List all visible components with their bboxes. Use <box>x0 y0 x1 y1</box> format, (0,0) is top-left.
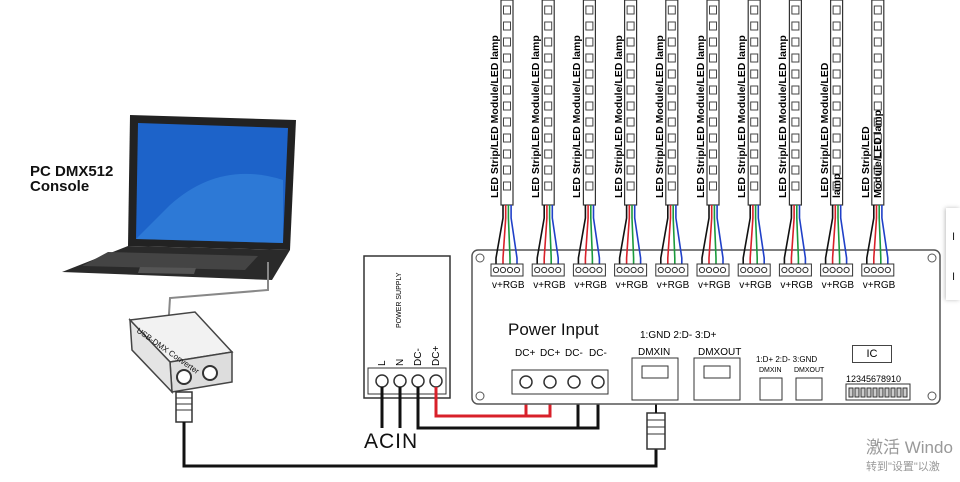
dmx-small-in-label: DMXIN <box>759 367 782 374</box>
strip-pin-label: v+RGB <box>533 280 566 291</box>
watermark-line2: 转到"设置"以激 <box>866 461 940 473</box>
strip-label: LED Strip/LED Module/LED lamp <box>859 109 884 198</box>
strip-pin-label: v+RGB <box>574 280 607 291</box>
strip-label: LED Strip/LED Module/LED lamp <box>777 35 790 198</box>
dmx-small-pins-label: 1:D+ 2:D- 3:GND <box>756 355 818 364</box>
led-strip <box>778 0 812 277</box>
dc-terminal-1: DC+ <box>515 348 536 359</box>
led-strip <box>737 0 771 277</box>
strip-pin-label: v+RGB <box>656 280 690 291</box>
strip-label: LED Strip/LED Module/LED lamp <box>736 35 749 198</box>
led-strip <box>572 0 606 277</box>
psu-terminal-l: L <box>377 360 388 366</box>
power-supply <box>363 255 451 399</box>
dc-terminal-2: DC+ <box>540 348 561 359</box>
dc-terminal-4: DC- <box>589 348 607 359</box>
dmx-small-out-label: DMXOUT <box>794 367 825 374</box>
acin-label: ACIN <box>364 430 419 453</box>
dmx-in-label: DMXIN <box>638 347 671 358</box>
watermark-line1: 激活 Windo <box>866 438 953 457</box>
power-supply-label: POWER SUPPLY <box>396 272 403 329</box>
strip-pin-label: v+RGB <box>780 280 813 291</box>
strip-pin-label: v+RGB <box>739 280 772 291</box>
psu-terminal-dc-minus: DC- <box>413 348 424 366</box>
dc-terminal-3: DC- <box>565 348 583 359</box>
led-strip <box>655 0 689 277</box>
led-strip <box>531 0 565 277</box>
laptop <box>62 115 296 280</box>
dmx-out-label: DMXOUT <box>698 347 742 358</box>
power-input-label: Power Input <box>508 320 599 339</box>
strip-label: LED Strip/LED Module/LED lamp <box>571 35 584 198</box>
strip-pin-label: v+RGB <box>698 280 731 291</box>
pc-console-label: PC DMX512 Console <box>30 163 114 195</box>
strip-label: LED Strip/LED Module/LED lamp <box>653 35 666 198</box>
led-strip <box>820 0 854 277</box>
dmx-controller <box>471 249 941 405</box>
strip-pin-label: v+RGB <box>615 280 649 291</box>
psu-terminal-dc-plus: DC+ <box>431 345 442 366</box>
psu-terminal-n: N <box>395 358 406 366</box>
led-strip <box>490 0 524 277</box>
dmx-in-pins-label: 1:GND 2:D- 3:D+ <box>640 330 717 341</box>
strip-label: LED Strip/LED Module/LED lamp <box>489 35 501 198</box>
strip-pin-label: v+RGB <box>821 280 855 291</box>
strip-label: LED Strip/LED Module/LED lamp <box>612 35 625 198</box>
strip-label: LED Strip/LED Module/LED lamp <box>695 35 707 198</box>
strip-label: LED Strip/LED Module/LED lamp <box>818 62 843 198</box>
strip-pin-label: v+RGB <box>862 280 896 291</box>
strip-label: LED Strip/LED Module/LED lamp <box>530 35 543 198</box>
dmx-cable <box>182 422 658 468</box>
usb-dmx-converter <box>128 311 234 423</box>
ic-label: IC <box>852 345 892 363</box>
strip-pin-label: v+RGB <box>492 280 525 291</box>
led-strip <box>861 0 895 277</box>
led-strip <box>696 0 730 277</box>
dip-numbers-label: 12345678910 <box>846 374 902 384</box>
led-strip <box>614 0 648 277</box>
